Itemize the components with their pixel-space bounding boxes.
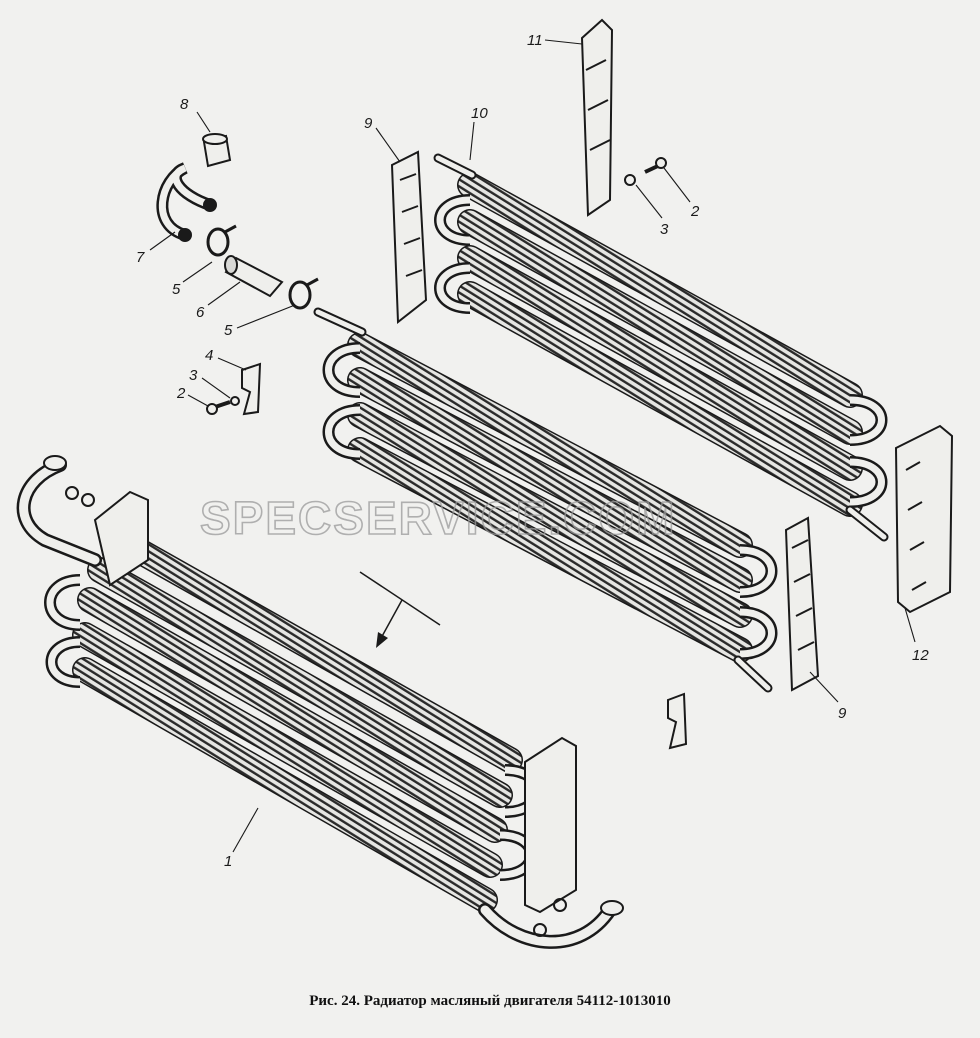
callout-1: 1 (224, 853, 232, 870)
callout-5-upper: 5 (172, 281, 181, 298)
callout-2-left: 2 (176, 385, 186, 402)
support-strip-part-9 (390, 150, 428, 324)
callout-12: 12 (912, 647, 929, 664)
middle-core-tube-row (347, 332, 753, 558)
elbow-pipe-part-7 (156, 162, 217, 242)
middle-core-tube-row (347, 402, 753, 628)
callout-8: 8 (180, 96, 189, 113)
callout-6: 6 (196, 304, 205, 321)
leader-lines (149, 39, 916, 853)
callout-4: 4 (205, 347, 213, 364)
assembled-left-port (43, 455, 67, 471)
assembled-right-bracket (524, 736, 577, 914)
assembled-tube-row (77, 587, 508, 843)
middle-radiator-core (313, 307, 778, 693)
washer-part-3 (230, 396, 240, 406)
plug-part-8 (202, 133, 232, 168)
hose-clamp-part-5 (288, 277, 319, 310)
middle-core-tube-row (347, 437, 753, 663)
upper-core-u-bend (436, 196, 471, 244)
support-strip-part-11 (580, 18, 614, 217)
washer-part-3 (624, 174, 636, 186)
assembly-direction-arrow (359, 571, 441, 648)
assembled-tube-row (72, 657, 498, 913)
clip-part-4 (241, 362, 262, 416)
figure-caption: Рис. 24. Радиатор масляный двигателя 541… (309, 993, 671, 1009)
assembled-clamp (553, 898, 567, 912)
upper-core-tube-row (457, 172, 863, 408)
callout-10: 10 (471, 105, 488, 122)
callout-2-right: 2 (690, 203, 700, 220)
assembled-clamp (81, 493, 95, 507)
callout-9-lower: 9 (838, 705, 847, 722)
upper-core-u-bend (849, 458, 885, 506)
support-strip-part-12 (894, 424, 954, 614)
loose-clip (667, 692, 688, 750)
hose-clamp-part-5 (206, 224, 237, 257)
upper-radiator-core (433, 153, 889, 542)
bolt-part-2 (206, 400, 231, 415)
upper-core-tube-row (457, 281, 863, 517)
assembled-tube-row (72, 622, 503, 878)
upper-core-u-bend (436, 264, 471, 312)
assembled-tube-row (87, 557, 513, 808)
upper-core-tube-row (457, 245, 863, 481)
middle-core-tube-row (347, 367, 753, 593)
callout-3-left: 3 (189, 367, 198, 384)
callout-5-lower: 5 (224, 322, 233, 339)
assembled-clamp (65, 486, 79, 500)
support-strip-part-9 (784, 516, 820, 692)
upper-core-u-bend (849, 396, 885, 444)
callout-9-upper: 9 (364, 115, 373, 132)
callout-7: 7 (136, 249, 145, 266)
assembled-left-bracket (93, 490, 149, 587)
assembled-radiator (16, 455, 624, 949)
assembled-right-port (600, 900, 624, 916)
callout-3-right: 3 (660, 221, 669, 238)
callout-11: 11 (527, 32, 543, 49)
callout-labels: 11 10 9 8 7 5 6 5 4 3 2 3 2 12 9 1 (136, 32, 929, 870)
bolt-part-2 (644, 157, 667, 174)
assembled-tube-row (107, 527, 523, 773)
watermark: SPECSERVICE.COM (200, 492, 676, 544)
assembled-clamp (533, 923, 547, 937)
hose-part-6 (224, 255, 284, 298)
upper-core-tube-row (457, 209, 863, 445)
